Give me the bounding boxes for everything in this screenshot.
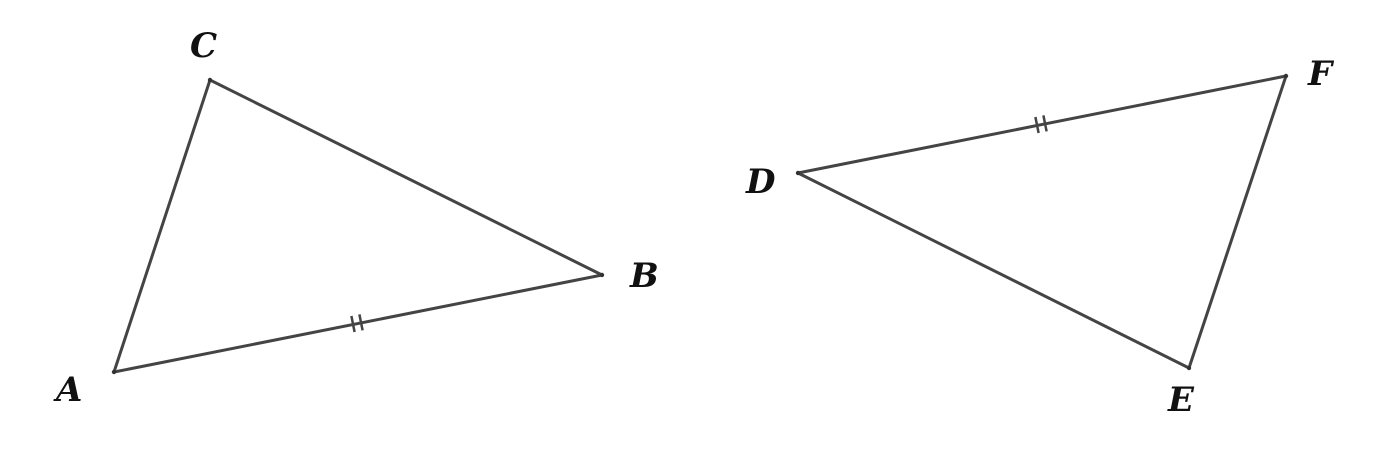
triangle-def: D E F <box>745 54 1335 420</box>
side-ab <box>112 273 604 374</box>
vertex-a-point <box>111 369 117 375</box>
vertex-c-point <box>207 77 213 83</box>
vertex-d-point <box>795 170 801 176</box>
tick-mark <box>358 314 364 331</box>
vertex-e-point <box>1186 365 1192 371</box>
vertex-label-e: E <box>1167 380 1195 420</box>
triangle-abc: A B C <box>53 26 659 410</box>
tick-marks-df <box>1034 115 1048 134</box>
side-ef <box>1187 74 1288 370</box>
vertex-label-c: C <box>190 26 217 66</box>
tick-mark <box>350 315 356 333</box>
vertex-label-b: B <box>629 256 659 296</box>
vertex-label-a: A <box>53 370 82 410</box>
side-ca <box>112 78 212 374</box>
tick-mark <box>1034 116 1040 134</box>
side-bc <box>208 78 604 277</box>
tick-marks-ab <box>350 314 364 333</box>
vertex-label-f: F <box>1307 54 1335 94</box>
side-de <box>796 171 1191 370</box>
vertex-b-point <box>599 272 605 278</box>
tick-mark <box>1042 115 1048 132</box>
vertex-f-point <box>1283 73 1289 79</box>
side-df <box>796 74 1288 175</box>
vertex-label-d: D <box>745 162 776 202</box>
